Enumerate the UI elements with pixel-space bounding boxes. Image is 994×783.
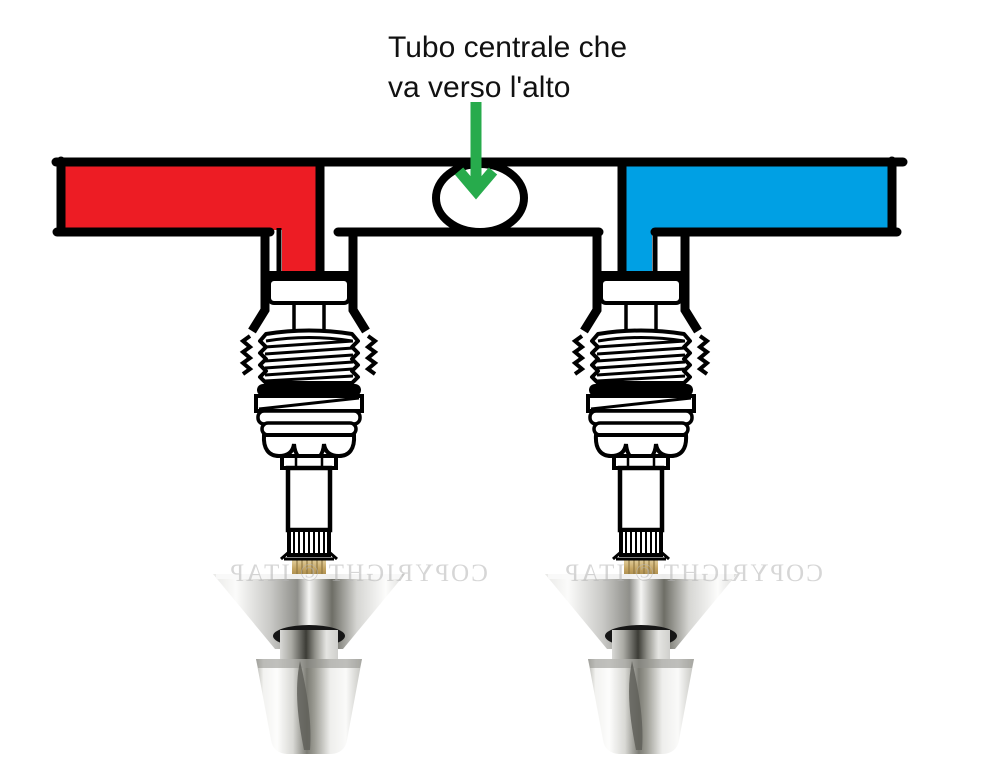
- cold-handle: [544, 557, 738, 755]
- annotation-label-line2: va verso l'alto: [388, 71, 571, 104]
- cold-water-channel: [624, 165, 889, 230]
- hot-handle: [212, 557, 406, 755]
- down-arrow-icon: [454, 102, 498, 200]
- cold-water-stub: [626, 224, 652, 276]
- arrow-head: [454, 167, 498, 200]
- annotation-label-line1: Tubo centrale che: [388, 31, 628, 64]
- hot-valve-cartridge: [243, 232, 375, 559]
- hot-water-channel: [61, 165, 318, 230]
- hot-water-stub: [282, 224, 316, 276]
- annotation-label: Tubo centrale che va verso l'alto: [388, 28, 627, 108]
- cold-valve-cartridge: [575, 232, 707, 559]
